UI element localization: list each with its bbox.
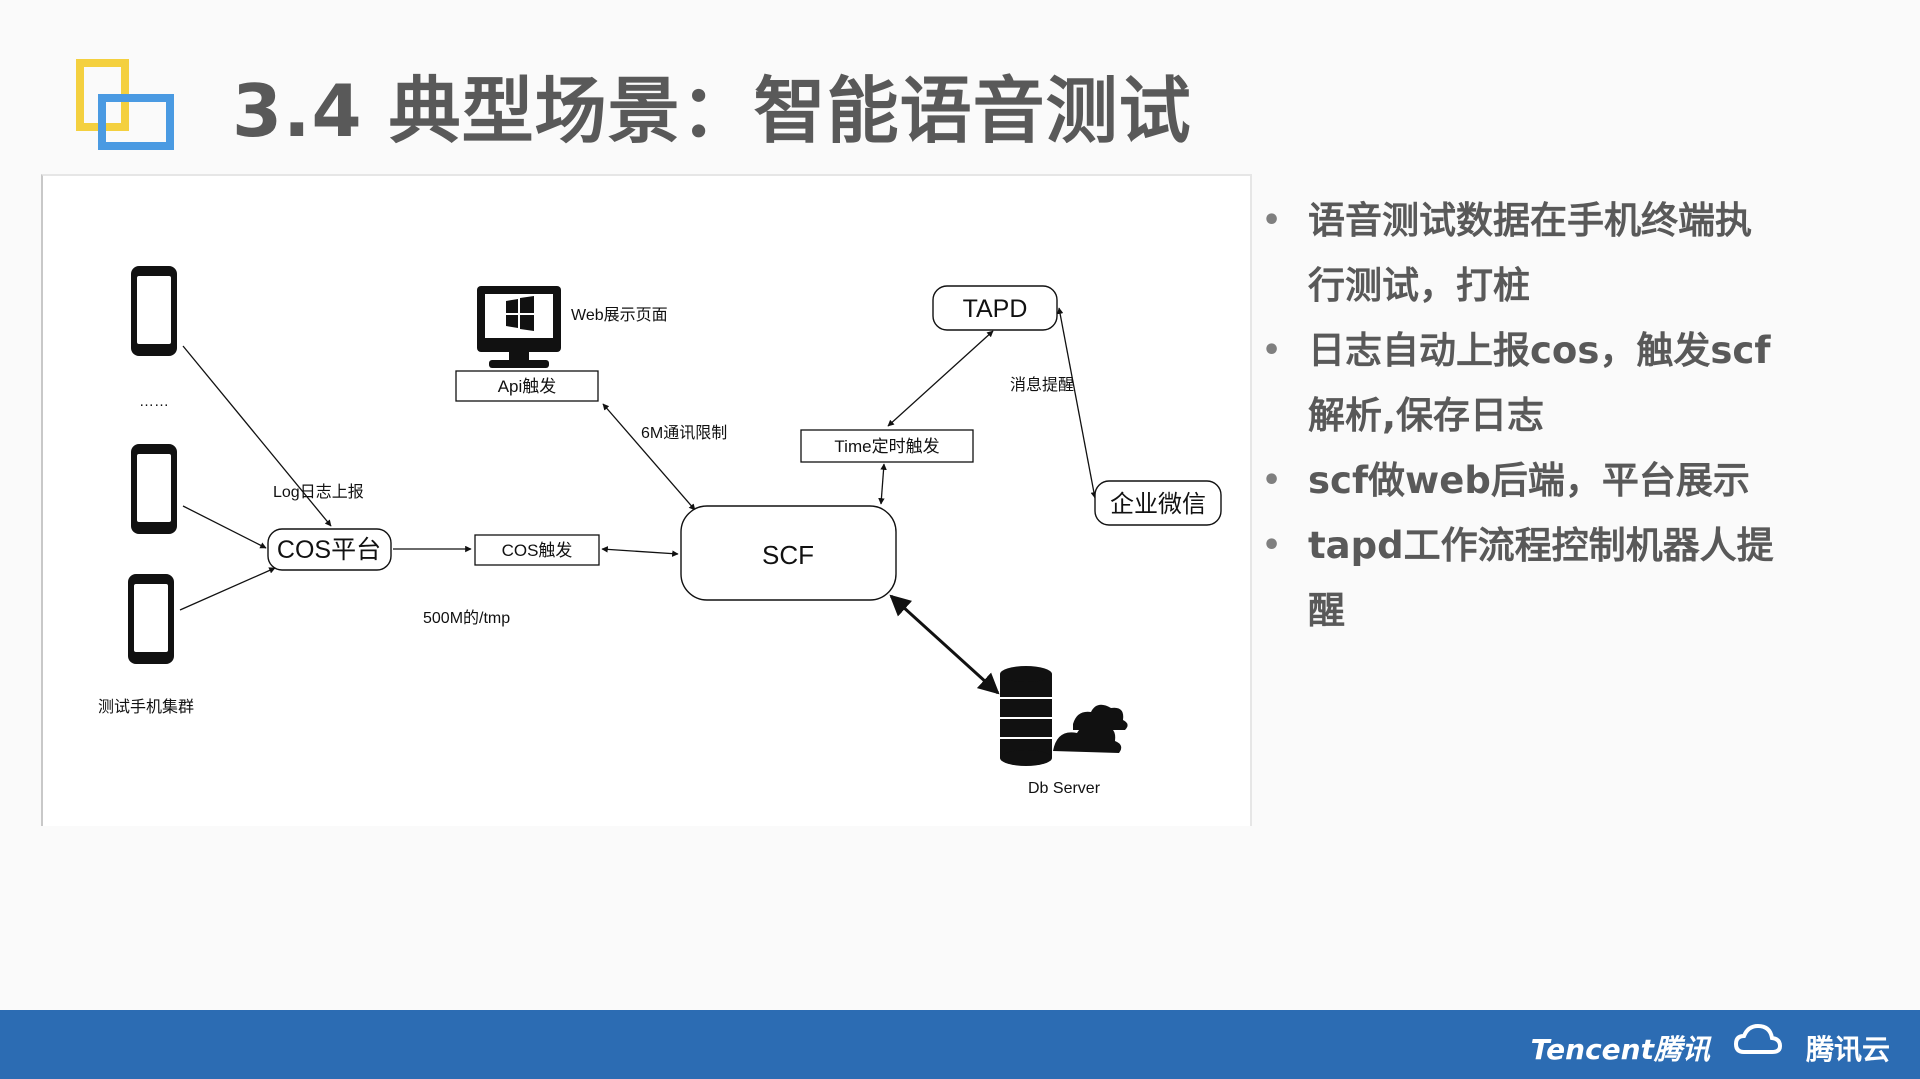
bullet-line: scf做web后端，平台展示 (1308, 459, 1750, 502)
bullet-marker: • (1262, 463, 1282, 498)
phone-icon (131, 444, 177, 534)
scf-node (680, 505, 897, 601)
tencent-cloud-icon (1734, 1024, 1782, 1054)
bullet-item: • 日志自动上报cos，触发scf 解析,保存日志 (1262, 318, 1782, 448)
wecom-label: 企业微信 (1110, 491, 1206, 518)
bullet-line: 行测试，打桩 (1308, 264, 1530, 307)
web-page-label: Web展示页面 (571, 307, 668, 324)
bullet-item: • scf做web后端，平台展示 (1262, 448, 1782, 513)
bullet-marker: • (1262, 528, 1282, 563)
bullet-line: 日志自动上报cos，触发scf (1308, 329, 1771, 372)
db-server-label: Db Server (1028, 780, 1101, 797)
tencent-cloud-logo-text: 腾讯云 (1805, 1033, 1890, 1066)
phone-icon (131, 266, 177, 356)
phone-cluster-label: 测试手机集群 (98, 698, 194, 716)
bullet-marker: • (1262, 203, 1282, 238)
logo-blue-square (98, 94, 174, 150)
database-icon (1000, 666, 1052, 766)
time-trigger-label: Time定时触发 (834, 437, 939, 456)
api-trigger-label: Api触发 (498, 377, 557, 396)
bullet-list: • 语音测试数据在手机终端执 行测试，打桩 • 日志自动上报cos，触发scf … (1262, 188, 1782, 643)
comm-limit-label: 6M通讯限制 (641, 424, 727, 442)
slide-title: 3.4 典型场景：智能语音测试 (232, 69, 1192, 153)
ellipsis-label: …… (139, 393, 169, 410)
bullet-line: 语音测试数据在手机终端执 (1308, 199, 1752, 242)
message-reminder-label: 消息提醒 (1010, 376, 1074, 394)
bullet-marker: • (1262, 333, 1282, 368)
log-report-label: Log日志上报 (273, 483, 364, 501)
tmp-limit-label: 500M的/tmp (423, 609, 510, 627)
bullet-item: • tapd工作流程控制机器人提 醒 (1262, 513, 1782, 643)
cos-platform-label: COS平台 (277, 536, 381, 564)
api-trigger-node (455, 370, 599, 402)
bullet-line: 解析,保存日志 (1308, 394, 1545, 437)
architecture-diagram: …… 测试手机集群 Log日志上报 COS平台 COS触发 500M的/tmp (41, 174, 1252, 826)
tapd-label: TAPD (963, 295, 1028, 323)
phone-icon (128, 574, 174, 664)
bullet-line: tapd工作流程控制机器人提 (1308, 524, 1774, 567)
bullet-line: 醒 (1308, 589, 1345, 632)
footer-bar: Tencent腾讯 腾讯云 (0, 1010, 1920, 1079)
cos-platform-node (267, 528, 392, 571)
scf-label: SCF (762, 540, 814, 570)
cos-trigger-label: COS触发 (502, 541, 573, 560)
cos-trigger-node (474, 534, 600, 566)
wecom-node (1094, 480, 1222, 526)
monitor-icon (477, 286, 561, 368)
tencent-logo-text: Tencent腾讯 (1530, 1033, 1710, 1066)
time-trigger-node (800, 429, 974, 463)
cloud-icon (1053, 704, 1128, 753)
bullet-item: • 语音测试数据在手机终端执 行测试，打桩 (1262, 188, 1782, 318)
